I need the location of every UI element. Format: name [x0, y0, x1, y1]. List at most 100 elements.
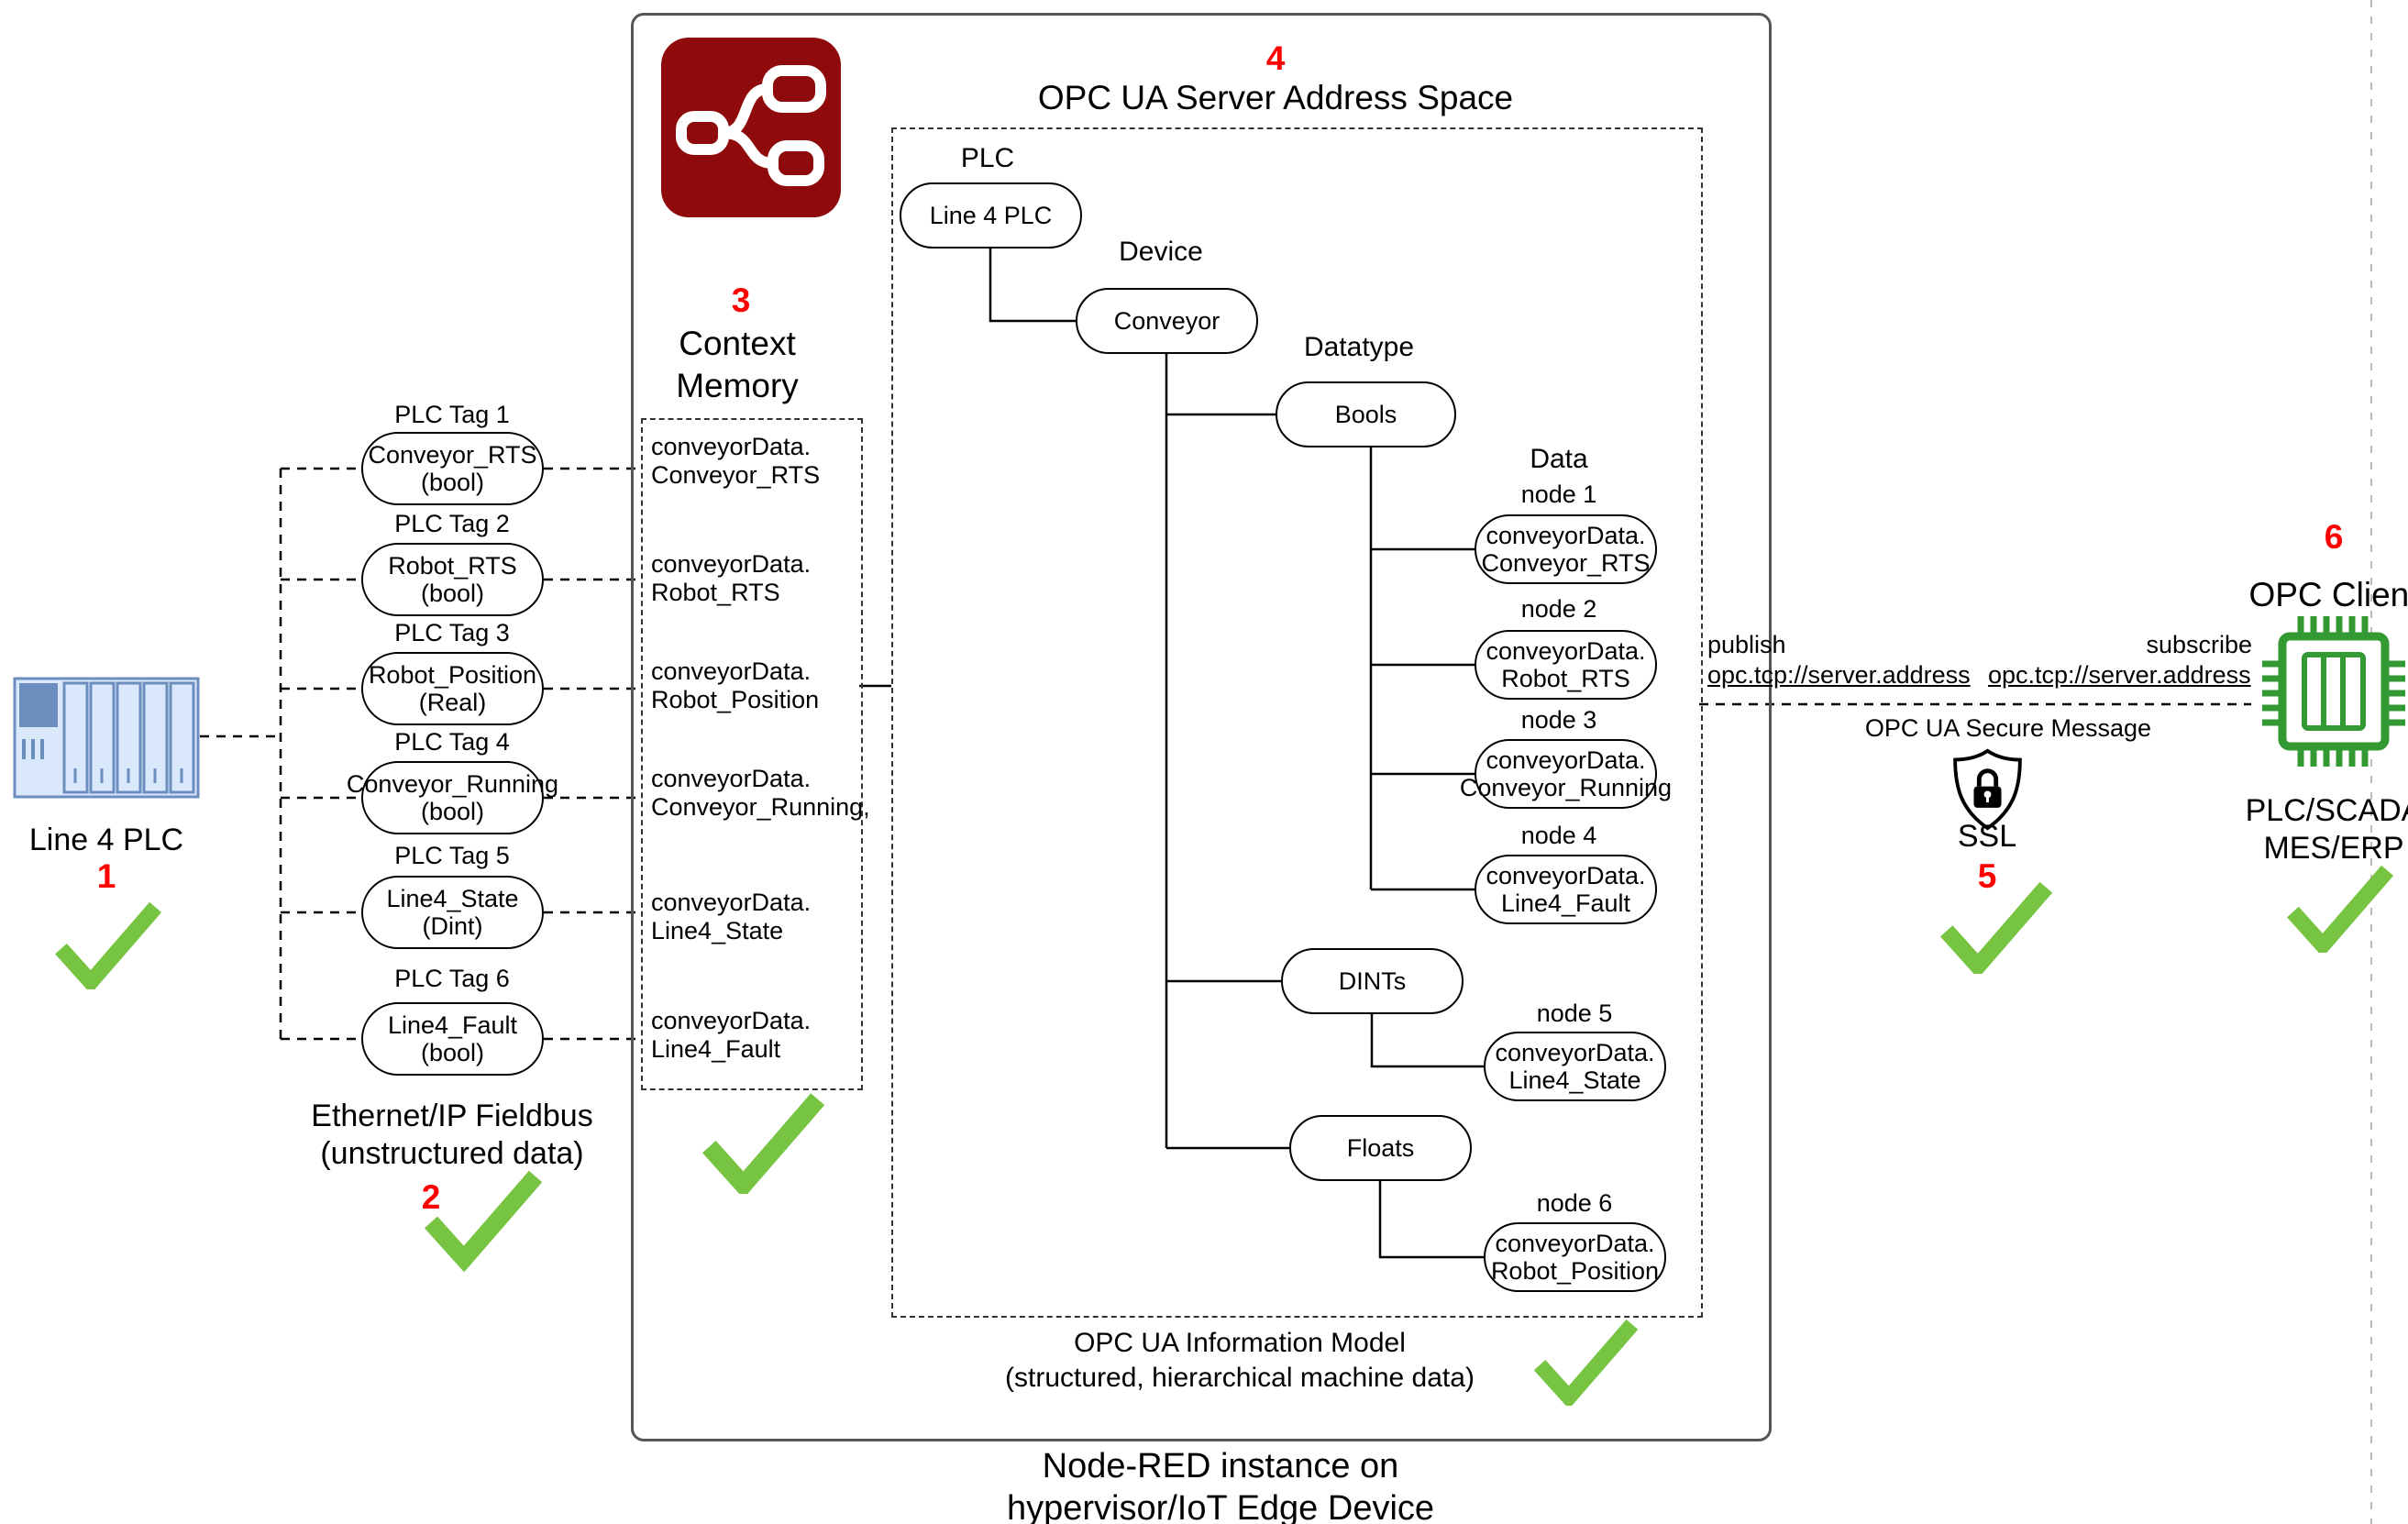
tree-node-bools: Bools [1276, 381, 1456, 447]
opc-client-title: OPC Client [2248, 576, 2408, 613]
plc-tag-1: Conveyor_RTS (bool) [361, 432, 544, 505]
subscribe-url-link[interactable]: opc.tcp://server.address [1988, 661, 2251, 689]
data-node-title-1: node 1 [1520, 480, 1597, 508]
info-model-line1: OPC UA Information Model [1074, 1328, 1406, 1358]
plc-tag-2: Robot_RTS (bool) [361, 543, 544, 616]
cm-item-6-line2: Line4_Fault [651, 1035, 781, 1063]
subscribe-label: subscribe [2146, 631, 2252, 658]
footer-line2: hypervisor/IoT Edge Device [1006, 1489, 1435, 1524]
cm-item-4-line1: conveyorData. [651, 765, 812, 792]
plc-tag-1-type: (bool) [420, 469, 485, 496]
info-model-caption: OPC UA Information Model (structured, hi… [965, 1326, 1515, 1396]
data-node-6-line1: conveyorData. [1495, 1230, 1655, 1257]
tree-node-device: Conveyor [1076, 288, 1258, 354]
data-node-4-line1: conveyorData. [1486, 862, 1646, 889]
tree-node-root: Line 4 PLC [900, 182, 1082, 248]
fieldbus-line2: (unstructured data) [320, 1136, 584, 1171]
cm-item-4-line2: Conveyor_Running, [651, 793, 870, 821]
data-node-4-line2: Line4_Fault [1500, 889, 1631, 917]
data-node-3-line1: conveyorData. [1486, 746, 1646, 774]
data-node-2-line2: Robot_RTS [1501, 665, 1630, 692]
plc-tag-1-name: Conveyor_RTS [368, 441, 537, 469]
node-red-icon [661, 38, 841, 217]
data-node-title-4: node 4 [1520, 822, 1597, 849]
plc-tag-3-name: Robot_Position [368, 661, 537, 689]
plc-tag-5-name: Line4_State [386, 885, 519, 912]
cm-item-2-line2: Robot_RTS [651, 579, 780, 606]
plc-tag-2-title: PLC Tag 2 [394, 510, 510, 537]
data-node-1: conveyorData. Conveyor_RTS [1475, 514, 1657, 584]
footer-line1: Node-RED instance on [1042, 1447, 1399, 1485]
data-node-5-line2: Line4_State [1508, 1066, 1641, 1094]
ssl-label: SSL [1957, 819, 2017, 854]
data-node-6-line2: Robot_Position [1490, 1257, 1660, 1285]
fieldbus-caption: Ethernet/IP Fieldbus (unstructured data) [296, 1098, 608, 1173]
address-space-title: OPC UA Server Address Space [1037, 79, 1514, 116]
data-node-3-line2: Conveyor_Running [1459, 774, 1673, 801]
cm-item-1-line2: Conveyor_RTS [651, 461, 821, 489]
check-icon [1533, 1319, 1639, 1406]
info-model-line2: (structured, hierarchical machine data) [1005, 1363, 1475, 1393]
ssl-shield-lock-icon [1953, 748, 2022, 831]
tree-node-root-label: Line 4 PLC [929, 202, 1053, 229]
data-node-title-6: node 6 [1536, 1189, 1613, 1217]
node-red-instance-box [631, 13, 1772, 1441]
data-node-5-line1: conveyorData. [1495, 1039, 1655, 1066]
tree-node-device-label: Conveyor [1113, 307, 1221, 335]
tree-node-floats-label: Floats [1346, 1134, 1415, 1162]
context-memory-title: Context Memory [646, 323, 829, 407]
address-space-box [891, 127, 1703, 1318]
publish-url-link[interactable]: opc.tcp://server.address [1707, 661, 1971, 689]
check-icon [1939, 882, 2053, 974]
tree-node-bools-label: Bools [1334, 401, 1397, 428]
plc-tag-3: Robot_Position (Real) [361, 652, 544, 725]
level-label-device: Device [1119, 237, 1203, 267]
context-memory-box [641, 418, 863, 1090]
data-node-2-line1: conveyorData. [1486, 637, 1646, 665]
plc-tag-5-title: PLC Tag 5 [394, 842, 510, 869]
footer-caption: Node-RED instance on hypervisor/IoT Edge… [945, 1445, 1496, 1524]
check-icon [424, 1170, 543, 1272]
tree-node-floats: Floats [1289, 1115, 1472, 1181]
plc-tag-4-name: Conveyor_Running [346, 770, 559, 798]
plc-tag-6-name: Line4_Fault [387, 1011, 518, 1039]
data-node-3: conveyorData. Conveyor_Running [1460, 739, 1672, 809]
plc-tag-3-title: PLC Tag 3 [394, 619, 510, 646]
check-icon [2287, 866, 2394, 953]
cm-item-5-line2: Line4_State [651, 917, 784, 944]
opc-client-caption: PLC/SCADA MES/ERP [2233, 792, 2408, 867]
plc-tag-3-type: (Real) [418, 689, 487, 716]
context-memory-item-1: conveyorData. Conveyor_RTS [651, 433, 853, 490]
context-memory-item-2: conveyorData. Robot_RTS [651, 550, 853, 607]
step-number-1: 1 [96, 857, 116, 895]
plc-icon [13, 677, 200, 799]
data-node-6: conveyorData. Robot_Position [1484, 1222, 1666, 1292]
cm-item-3-line1: conveyorData. [651, 657, 812, 685]
context-memory-title-line2: Memory [676, 367, 799, 404]
plc-tag-4-title: PLC Tag 4 [394, 728, 510, 756]
data-node-1-line2: Conveyor_RTS [1481, 549, 1651, 577]
plc-tag-6-title: PLC Tag 6 [394, 965, 510, 992]
cm-item-3-line2: Robot_Position [651, 686, 820, 713]
level-label-datatype: Datatype [1303, 332, 1415, 362]
data-node-title-3: node 3 [1520, 706, 1597, 734]
data-node-1-line1: conveyorData. [1486, 522, 1646, 549]
plc-tag-4: Conveyor_Running (bool) [347, 761, 558, 834]
level-label-plc: PLC [960, 143, 1015, 173]
data-node-5: conveyorData. Line4_State [1484, 1032, 1666, 1101]
cm-item-5-line1: conveyorData. [651, 889, 812, 916]
cm-item-1-line1: conveyorData. [651, 433, 812, 460]
context-memory-title-line1: Context [679, 325, 796, 362]
context-memory-item-6: conveyorData. Line4_Fault [651, 1007, 853, 1064]
plc-tag-4-type: (bool) [420, 798, 485, 825]
step-number-4: 4 [1265, 39, 1286, 77]
publish-label: publish [1707, 631, 1786, 658]
plc-tag-1-title: PLC Tag 1 [394, 401, 510, 428]
cm-item-6-line1: conveyorData. [651, 1007, 812, 1034]
context-memory-item-3: conveyorData. Robot_Position [651, 657, 853, 714]
tree-node-dints-label: DINTs [1338, 967, 1407, 995]
plc-name-label: Line 4 PLC [28, 823, 184, 857]
opc-client-line1: PLC/SCADA [2245, 793, 2408, 828]
